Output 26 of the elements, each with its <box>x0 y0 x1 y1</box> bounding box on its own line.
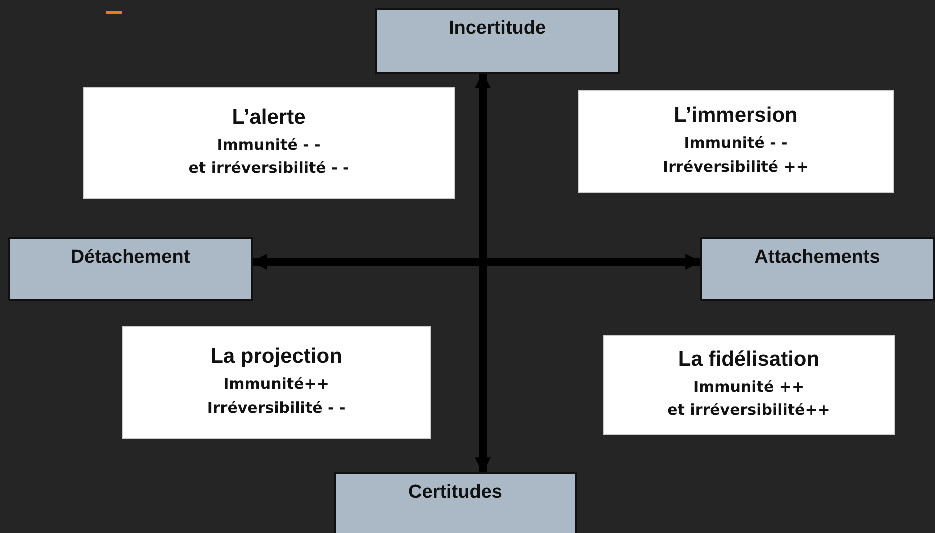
description-text: Immunité++ <box>224 374 330 396</box>
heading: L’alerte <box>232 106 306 130</box>
axis-arrow <box>475 72 491 474</box>
axis-label-box <box>334 472 577 533</box>
quadrant-card <box>83 87 455 199</box>
quadrant-card <box>578 90 894 193</box>
heading: Incertitude <box>448 18 546 40</box>
description-text: Immunité ++ <box>693 376 805 398</box>
heading: Certitudes <box>408 482 502 504</box>
quadrant-card <box>603 335 895 435</box>
description-text: et irréversibilité - - <box>188 158 350 179</box>
heading: La fidélisation <box>678 348 820 372</box>
quadrant-card <box>122 326 431 439</box>
description-text: Irréversibilité - - <box>207 398 346 418</box>
axis-label-box <box>8 237 253 301</box>
axis-label-box <box>375 8 620 74</box>
axis-arrow <box>251 254 702 270</box>
heading: La projection <box>210 345 342 370</box>
axis-label-box <box>700 237 935 301</box>
heading: Attachements <box>754 247 880 269</box>
heading: Détachement <box>70 247 190 269</box>
description-text: et irréversibilité++ <box>668 400 830 421</box>
description-text: Immunité - - <box>684 133 788 154</box>
description-text: Irréversibilité ++ <box>663 156 809 178</box>
heading: L’immersion <box>674 104 798 128</box>
description-text: Immunité - - <box>217 134 321 156</box>
